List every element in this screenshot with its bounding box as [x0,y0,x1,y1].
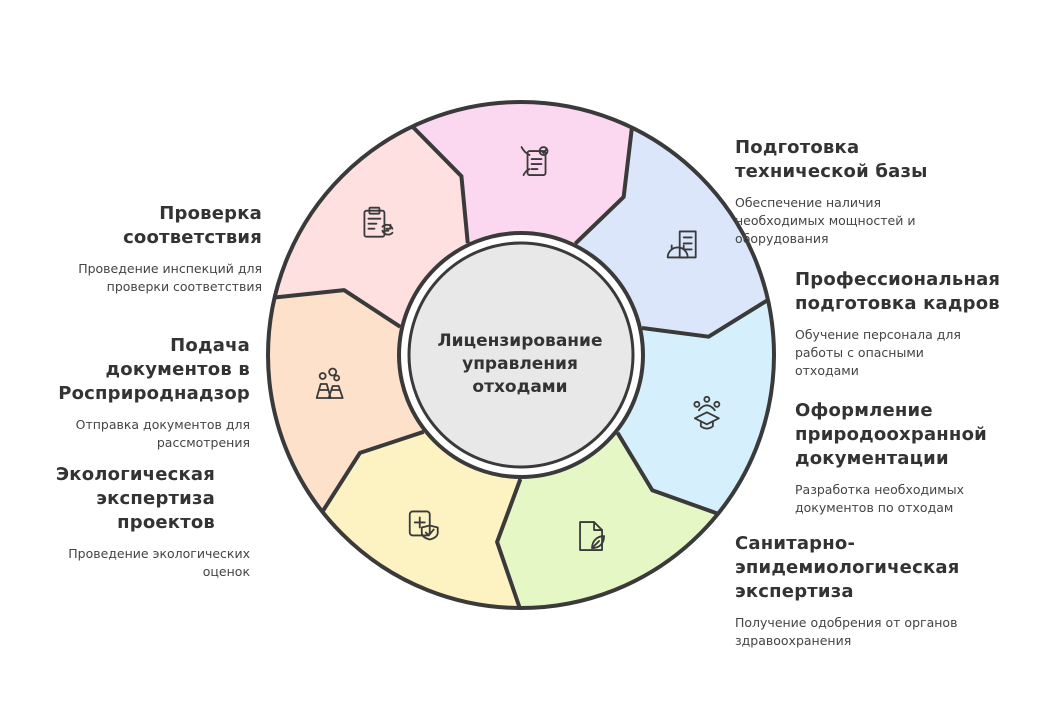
segment-divider [615,431,719,516]
checklist-hand-icon [520,146,549,176]
label-desc: Проведение инспекций для проверки соотве… [78,261,262,294]
document-leaf-icon [579,521,605,551]
segment-divider [495,478,523,609]
label-desc: Получение одобрения от органов здравоохр… [735,615,958,648]
factory-smoke-icon [315,367,344,399]
segment-technical-base [575,127,768,337]
segment-eco-expertise [268,290,424,512]
graduation-cap-icon [693,395,721,430]
label-title: Подготовка технической базы [735,137,928,182]
label-title: Экологическая экспертиза проектов [55,464,215,533]
label-compliance-check: Проверка соответствия Проведение инспекц… [10,202,262,296]
segment-compliance-check [412,102,632,244]
label-env-documentation: Оформление природоохранной документации … [795,399,1035,517]
segment-divider [573,127,634,245]
label-title: Санитарно- эпидемиологическая экспертиза [735,533,960,602]
label-desc: Отправка документов для рассмотрения [75,417,250,450]
label-sanitary-expertise: Санитарно- эпидемиологическая экспертиза… [735,532,1035,650]
center-circle [407,241,635,469]
label-desc: Разработка необходимых документов по отх… [795,482,964,515]
label-desc: Обеспечение наличия необходимых мощносте… [735,195,916,246]
label-title: Оформление природоохранной документации [795,400,987,469]
label-eco-expertise: Экологическая экспертиза проектов Провед… [10,463,250,581]
label-title: Профессиональная подготовка кадров [795,269,1001,314]
label-desc: Обучение персонала для работы с опасными… [795,327,961,378]
segment-divider [274,288,402,329]
label-title: Подача документов в Росприроднадзор [58,335,250,404]
label-staff-training: Профессиональная подготовка кадров Обуче… [795,268,1035,380]
label-title: Проверка соответствия [123,203,262,248]
clipboard-refresh-icon [363,206,394,238]
label-desc: Проведение экологических оценок [68,546,250,579]
segment-sanitary-expertise [322,431,521,608]
segment-submit-documents [274,126,468,327]
outer-ring [266,100,776,610]
building-helmet-icon [666,230,697,259]
label-technical-base: Подготовка технической базы Обеспечение … [735,136,1015,248]
label-submit-documents: Подача документов в Росприроднадзор Отпр… [10,334,250,452]
center-title: Лицензирование управления отходами [437,331,603,397]
segment-divider [410,125,470,244]
medical-shield-icon [408,510,439,541]
segment-divider [320,429,425,513]
segment-divider [641,298,769,339]
